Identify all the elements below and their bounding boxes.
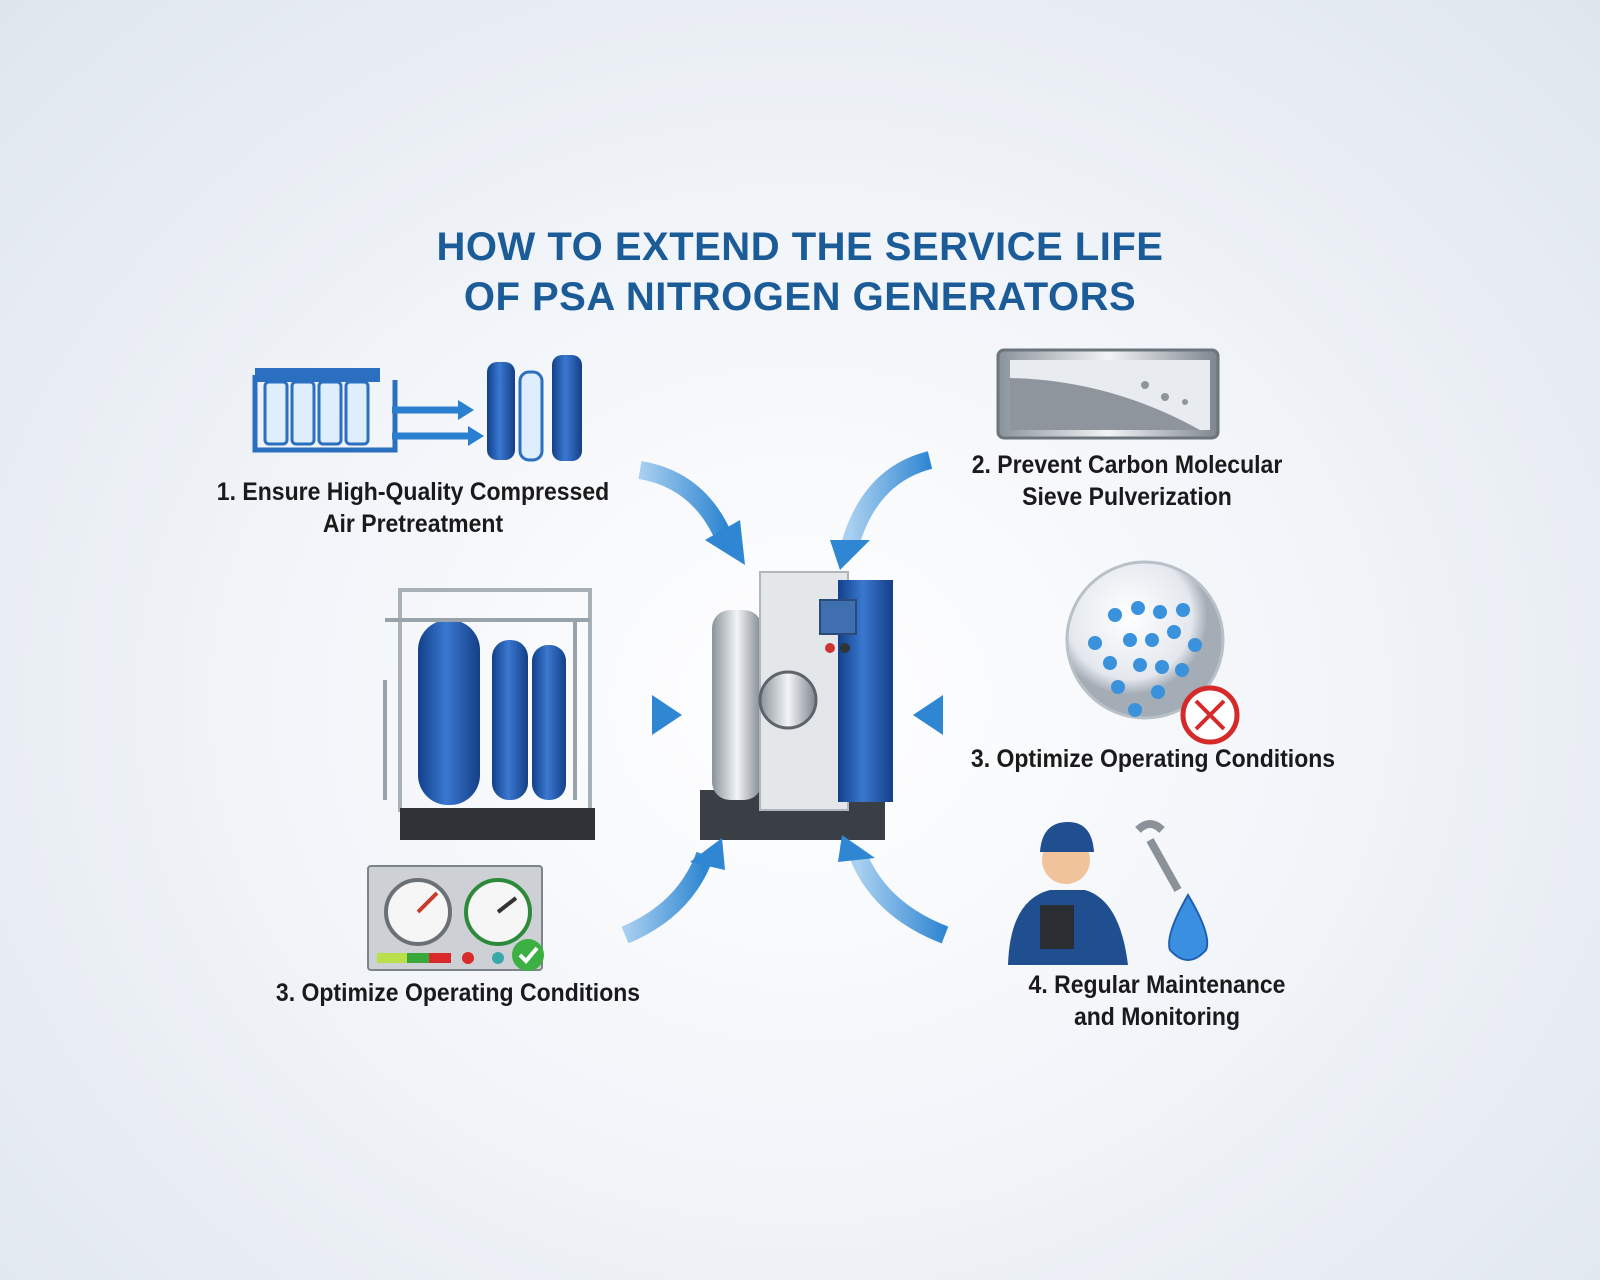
flow-arrows bbox=[600, 451, 998, 944]
step-4-line-1: 4. Regular Maintenance bbox=[1028, 971, 1286, 999]
pretreatment-tanks-icon bbox=[383, 588, 595, 840]
maintenance-worker-icon bbox=[1008, 820, 1209, 965]
molecular-sieve-tube-icon bbox=[996, 348, 1220, 440]
step-1-label: 1. Ensure High-Quality Compressed Air Pr… bbox=[183, 476, 643, 540]
step-4-label: 4. Regular Maintenance and Monitoring bbox=[927, 969, 1387, 1033]
arrow-step1 bbox=[638, 461, 734, 544]
step-4-line-2: and Monitoring bbox=[1073, 1003, 1241, 1031]
step-3-left-label: 3. Optimize Operating Conditions bbox=[228, 977, 688, 1009]
step-1-line-1: 1. Ensure High-Quality Compressed bbox=[216, 478, 610, 506]
psa-nitrogen-generator-icon bbox=[700, 571, 893, 840]
arrow-step3 bbox=[621, 851, 714, 944]
arrow-step4 bbox=[849, 851, 949, 944]
sieve-particles-icon bbox=[1065, 560, 1240, 745]
title-line-2: OF PSA NITROGEN GENERATORS bbox=[463, 275, 1137, 319]
step-3-right-line-1: 3. Optimize Operating Conditions bbox=[970, 745, 1336, 773]
pressure-gauges-icon bbox=[367, 865, 544, 971]
arrow-step2 bbox=[841, 451, 933, 548]
title-line-1: HOW TO EXTEND THE SERVICE LIFE bbox=[436, 225, 1164, 269]
filter-system-icon bbox=[252, 355, 582, 462]
step-3-right-label: 3. Optimize Operating Conditions bbox=[923, 743, 1383, 775]
step-3-left-line-1: 3. Optimize Operating Conditions bbox=[275, 979, 641, 1007]
arrow-heads bbox=[652, 520, 943, 870]
step-2-line-1: 2. Prevent Carbon Molecular bbox=[971, 451, 1283, 479]
step-2-line-2: Sieve Pulverization bbox=[1022, 483, 1232, 511]
step-1-line-2: Air Pretreatment bbox=[322, 510, 504, 538]
step-2-label: 2. Prevent Carbon Molecular Sieve Pulver… bbox=[897, 449, 1357, 513]
